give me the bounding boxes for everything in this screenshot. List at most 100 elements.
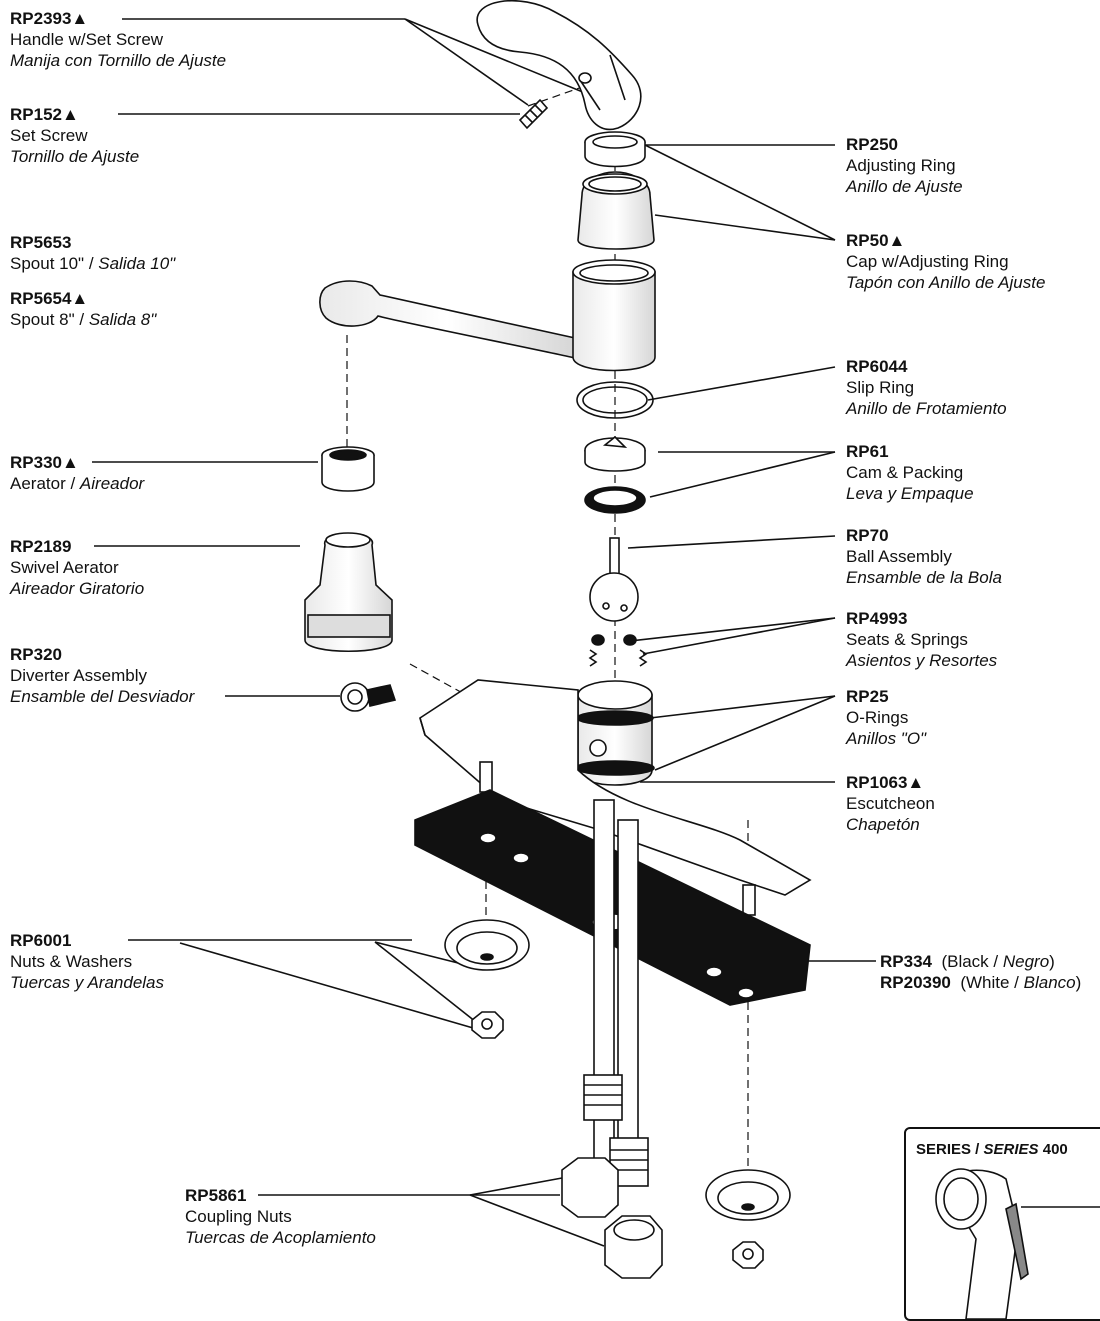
cam-part	[584, 435, 646, 472]
part-name-en: Slip Ring	[846, 378, 915, 397]
washer-nut-right	[705, 1169, 791, 1269]
label-rp70: RP70 Ball Assembly Ensamble de la Bola	[846, 525, 1002, 588]
part-number: RP2189	[10, 537, 72, 556]
ball-assembly-part	[589, 537, 639, 622]
part-number: RP334	[880, 952, 932, 971]
label-rp152: RP152▲ Set Screw Tornillo de Ajuste	[10, 104, 139, 167]
part-number: RP320	[10, 645, 62, 664]
part-number: RP6001	[10, 931, 72, 950]
label-rp5653: RP5653 Spout 10" / Salida 10"	[10, 232, 175, 274]
spout-part	[319, 259, 656, 372]
packing-part	[584, 486, 646, 514]
leader-lines-right	[627, 144, 876, 962]
adjusting-ring-part	[584, 131, 646, 168]
part-name-en: Seats & Springs	[846, 630, 968, 649]
washer-nut-left	[444, 919, 530, 1039]
label-rp320: RP320 Diverter Assembly Ensamble del Des…	[10, 644, 194, 707]
part-name-en: Spout 8" /	[10, 310, 89, 329]
part-name-en: Set Screw	[10, 126, 88, 145]
label-rp2393: RP2393▲ Handle w/Set Screw Manija con To…	[10, 8, 226, 71]
part-name-es: Anillos "O"	[846, 729, 927, 748]
part-number: RP330▲	[10, 453, 79, 472]
part-name-es: Tornillo de Ajuste	[10, 147, 140, 166]
part-name-es: Ensamble de la Bola	[846, 568, 1002, 587]
aerator-part	[321, 446, 375, 492]
part-number: RP20390	[880, 973, 951, 992]
part-number: RP6044	[846, 357, 908, 376]
label-rp25: RP25 O-Rings Anillos "O"	[846, 686, 926, 749]
part-name-es: Aireador Giratorio	[10, 579, 145, 598]
part-number: RP5653	[10, 233, 72, 252]
part-color-post: )	[1049, 952, 1055, 971]
label-rp5654: RP5654▲ Spout 8" / Salida 8"	[10, 288, 156, 330]
series-title: SERIES / SERIES 400	[916, 1141, 1068, 1158]
part-name-en: Adjusting Ring	[846, 156, 956, 175]
part-number: RP61	[846, 442, 889, 461]
part-name-en: Escutcheon	[846, 794, 935, 813]
label-rp334: RP334 (Black / Negro)	[880, 951, 1055, 972]
part-number: RP50▲	[846, 231, 906, 250]
part-name-es: Salida 10"	[98, 254, 176, 273]
part-name-es: Salida 8"	[88, 310, 157, 329]
label-rp20390: RP20390 (White / Blanco)	[880, 972, 1081, 993]
part-name-en: Handle w/Set Screw	[10, 30, 164, 49]
part-name-es: Tuercas y Arandelas	[10, 973, 165, 992]
supply-tubes-part	[583, 799, 649, 1187]
label-rp2189: RP2189 Swivel Aerator Aireador Giratorio	[10, 536, 144, 599]
part-number: RP1063▲	[846, 773, 925, 792]
part-name-en: Diverter Assembly	[10, 666, 147, 685]
handle-part	[476, 0, 642, 131]
part-name-en: Spout 10" /	[10, 254, 99, 273]
part-number: RP70	[846, 526, 889, 545]
part-number: RP2393▲	[10, 9, 89, 28]
part-color-es: Negro	[1002, 952, 1050, 971]
swivel-aerator-part	[304, 532, 393, 652]
label-rp330: RP330▲ Aerator / Aireador	[10, 452, 144, 494]
part-number: RP5861	[185, 1186, 247, 1205]
part-name-es: Anillo de Frotamiento	[846, 399, 1007, 418]
label-rp4993: RP4993 Seats & Springs Asientos y Resort…	[846, 608, 997, 671]
part-name-en: Coupling Nuts	[185, 1207, 292, 1226]
part-name-es: Tapón con Anillo de Ajuste	[846, 273, 1046, 292]
part-number: RP5654▲	[10, 289, 89, 308]
coupling-nuts-part	[561, 1157, 663, 1279]
label-rp61: RP61 Cam & Packing Leva y Empaque	[846, 441, 974, 504]
part-number: RP4993	[846, 609, 908, 628]
diverter-part	[340, 682, 397, 712]
label-rp1063: RP1063▲ Escutcheon Chapetón	[846, 772, 935, 835]
part-name-en: Aerator /	[10, 474, 80, 493]
part-name-es: Asientos y Resortes	[846, 651, 998, 670]
part-color-es: Blanco	[1023, 973, 1076, 992]
part-name-en: O-Rings	[846, 708, 909, 727]
part-name-es: Ensamble del Desviador	[10, 687, 195, 706]
part-name-es: Aireador	[79, 474, 145, 493]
label-rp5861: RP5861 Coupling Nuts Tuercas de Acoplami…	[185, 1185, 376, 1248]
part-number: RP25	[846, 687, 889, 706]
part-name-es: Chapetón	[846, 815, 920, 834]
label-rp250: RP250 Adjusting Ring Anillo de Ajuste	[846, 134, 963, 197]
part-number: RP152▲	[10, 105, 79, 124]
seats-springs-part	[588, 634, 648, 667]
cap-part	[577, 171, 655, 250]
part-name-en: Swivel Aerator	[10, 558, 119, 577]
part-color-post: )	[1075, 973, 1082, 992]
part-name-en: Ball Assembly	[846, 547, 952, 566]
part-name-es: Anillo de Ajuste	[846, 177, 963, 196]
part-color-pre: (Black /	[941, 952, 1003, 971]
leader-lines-left	[92, 18, 605, 1247]
part-name-en: Nuts & Washers	[10, 952, 133, 971]
part-name-es: Manija con Tornillo de Ajuste	[10, 51, 227, 70]
part-number: RP250	[846, 135, 898, 154]
faucet-body-part	[575, 680, 655, 786]
slip-ring-part	[576, 381, 654, 419]
part-name-es: Leva y Empaque	[846, 484, 974, 503]
set-screw-part	[518, 98, 549, 130]
label-rp50: RP50▲ Cap w/Adjusting Ring Tapón con Ani…	[846, 230, 1045, 293]
sprayer-drawing	[935, 1168, 1100, 1319]
part-name-es: Tuercas de Acoplamiento	[185, 1228, 376, 1247]
series-inset: SERIES / SERIES 400	[904, 1127, 1100, 1321]
part-color-pre: (White /	[960, 973, 1024, 992]
label-rp6001: RP6001 Nuts & Washers Tuercas y Arandela…	[10, 930, 164, 993]
part-name-en: Cap w/Adjusting Ring	[846, 252, 1009, 271]
